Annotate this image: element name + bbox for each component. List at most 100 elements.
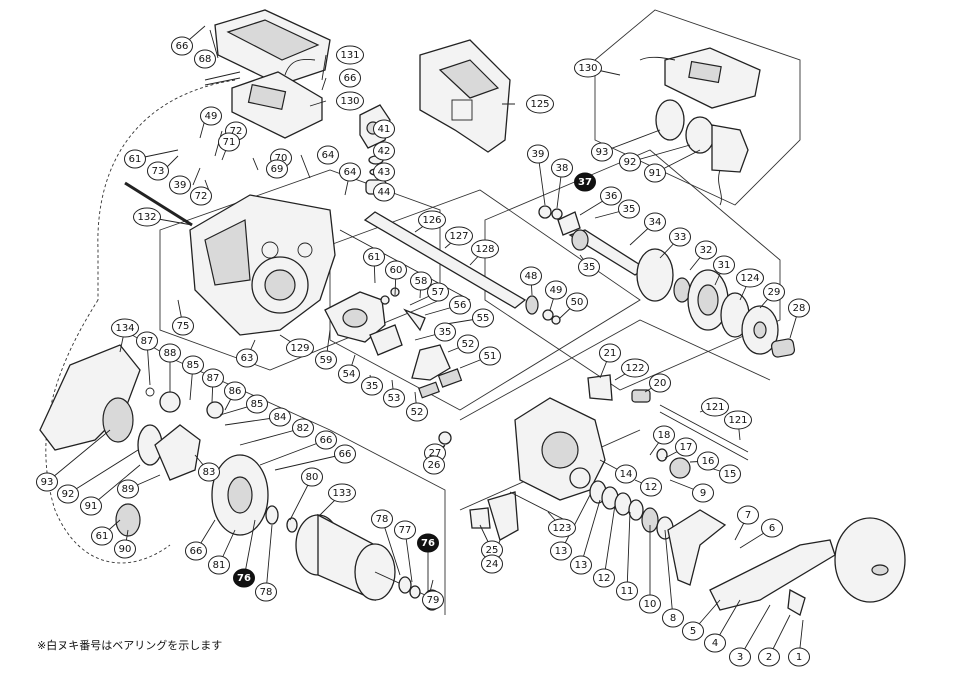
callout-number: 64 (344, 167, 357, 178)
callout-18: 18 (653, 425, 675, 445)
callout-bubble (697, 451, 719, 471)
callout-bubble (729, 647, 751, 667)
callout-number: 31 (718, 260, 731, 271)
callout-bubble (422, 590, 444, 610)
callout-number: 43 (378, 167, 391, 178)
callout-bubble (621, 358, 649, 378)
callout-number: 75 (177, 321, 190, 332)
callout-number: 68 (199, 54, 212, 65)
callout-bubble (202, 368, 224, 388)
callout-number: 76 (421, 538, 435, 549)
callout-bubble (373, 141, 395, 161)
callout-bubble (190, 186, 212, 206)
callout-26: 26 (423, 455, 445, 475)
callout-number: 66 (190, 546, 203, 557)
callout-bubble (788, 298, 810, 318)
callout-88: 88 (159, 343, 181, 363)
callout-number: 71 (223, 137, 236, 148)
callout-number: 8 (670, 613, 676, 624)
callout-number: 130 (578, 63, 597, 74)
callout-bubble (692, 483, 714, 503)
callout-bubble (457, 334, 479, 354)
callout-16: 16 (697, 451, 719, 471)
callout-bubble (328, 483, 356, 503)
callout-bubble (758, 647, 780, 667)
callout-127: 127 (445, 226, 473, 246)
callout-bubble (124, 149, 146, 169)
callout-63: 63 (236, 348, 258, 368)
callout-bubble (317, 145, 339, 165)
callout-bubble (36, 472, 58, 492)
callout-6: 6 (761, 518, 783, 538)
callout-number: 81 (213, 560, 226, 571)
callout-number: 91 (85, 501, 98, 512)
callout-number: 60 (390, 265, 403, 276)
callout-bubble (600, 186, 622, 206)
motor-box-assembly (639, 47, 761, 206)
callout-number: 12 (598, 573, 611, 584)
callout-13: 13 (570, 555, 592, 575)
callout-number: 123 (552, 523, 571, 534)
callout-number: 52 (462, 339, 475, 350)
callout-bubble (383, 388, 405, 408)
callout-78: 78 (371, 509, 393, 529)
callout-number: 77 (399, 525, 412, 536)
callout-bubble (57, 484, 79, 504)
callout-91: 91 (644, 163, 666, 183)
callout-number: 85 (187, 360, 200, 371)
callout-8: 8 (662, 608, 684, 628)
callout-bubble (423, 455, 445, 475)
callout-bubble (618, 199, 640, 219)
callout-number: 53 (388, 393, 401, 404)
callout-87: 87 (202, 368, 224, 388)
callout-bubble (669, 227, 691, 247)
callout-79: 79 (422, 590, 444, 610)
callout-number: 2 (766, 652, 772, 663)
callout-number: 78 (260, 587, 273, 598)
callout-number: 44 (378, 187, 391, 198)
callout-90: 90 (114, 539, 136, 559)
callout-number: 86 (229, 386, 242, 397)
callout-bubble (410, 271, 432, 291)
callout-bubble (246, 394, 268, 414)
callout-number: 37 (578, 177, 592, 188)
callout-85: 85 (246, 394, 268, 414)
callout-number: 5 (690, 626, 696, 637)
callout-number: 49 (550, 285, 563, 296)
callout-76: 76 (233, 568, 255, 588)
callout-bubble (704, 633, 726, 653)
callout-bubble (172, 316, 194, 336)
callout-61: 61 (124, 149, 146, 169)
callout-bubble (224, 381, 246, 401)
callout-58: 58 (410, 271, 432, 291)
callout-number: 32 (700, 245, 713, 256)
callout-bubble (269, 407, 291, 427)
callout-37: 37 (574, 172, 596, 192)
callout-bubble (737, 505, 759, 525)
callout-59: 59 (315, 350, 337, 370)
callout-3: 3 (729, 647, 751, 667)
callout-number: 72 (230, 126, 243, 137)
callout-bubble (724, 410, 752, 430)
spool-assembly (211, 454, 441, 611)
callout-number: 59 (320, 355, 333, 366)
callout-13: 13 (550, 541, 572, 561)
callout-55: 55 (472, 308, 494, 328)
callout-number: 130 (340, 96, 359, 107)
callout-bubble (336, 91, 364, 111)
bearing-callout-bubble (417, 533, 439, 553)
callout-number: 55 (477, 313, 490, 324)
callout-number: 14 (620, 469, 633, 480)
callout-32: 32 (695, 240, 717, 260)
callout-number: 39 (174, 180, 187, 191)
callout-129: 129 (286, 338, 314, 358)
callout-number: 35 (439, 327, 452, 338)
callout-51: 51 (479, 346, 501, 366)
callout-bubble (111, 318, 139, 338)
callout-38: 38 (551, 158, 573, 178)
callout-number: 83 (203, 467, 216, 478)
callout-number: 121 (728, 415, 747, 426)
callout-35: 35 (434, 322, 456, 342)
callout-bubble (701, 397, 729, 417)
callout-bubble (545, 280, 567, 300)
